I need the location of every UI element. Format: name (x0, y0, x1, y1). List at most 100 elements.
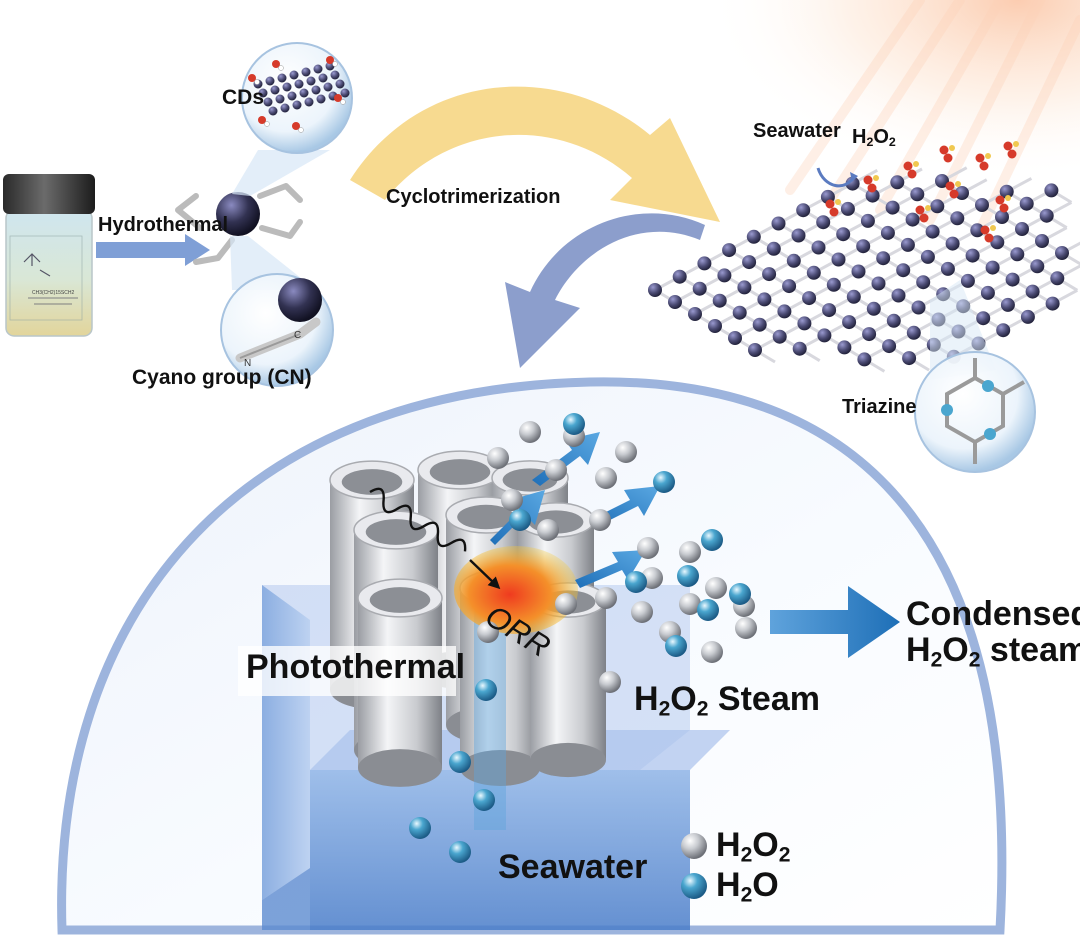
cd-oxygen-atom (248, 74, 256, 82)
label-condensed-line1: Condensed (906, 595, 1080, 633)
cd-carbon-atom (289, 70, 299, 80)
lattice-atom (1019, 196, 1034, 211)
lattice-atom (995, 210, 1009, 224)
lattice-atom (1000, 297, 1015, 312)
h2o-sphere (701, 529, 723, 551)
lattice-atom (990, 235, 1005, 250)
lattice-atom (777, 304, 792, 319)
lattice-atom (871, 276, 886, 291)
cd-carbon-atom (275, 94, 285, 104)
lattice-atom (905, 212, 920, 227)
cd-carbon-atom (292, 100, 302, 110)
light-arrow (469, 559, 501, 590)
cd-hydrogen-atom (332, 61, 338, 67)
lattice-atom (817, 328, 832, 343)
h2o-sphere (625, 571, 647, 593)
cd-oxygen-atom (334, 94, 342, 102)
h2o2-oxygen-atom (825, 199, 835, 209)
lattice-atom (920, 249, 935, 264)
h2o-sphere (563, 413, 585, 435)
legend-h2o2-label: H2O2 (716, 826, 791, 867)
cd-hydrogen-atom (340, 99, 346, 105)
label-condensed: Condensed H2O2 steam (906, 595, 1080, 672)
lattice-atom (865, 188, 880, 203)
tube-hole (341, 469, 403, 495)
lattice-atom (860, 213, 875, 228)
h2o2-sphere (537, 519, 559, 541)
cd-hydrogen-atom (254, 79, 260, 85)
lattice-atom (880, 225, 895, 240)
h2o2-sphere (595, 587, 617, 609)
lattice-atom (970, 223, 985, 238)
lattice-atom (930, 199, 945, 214)
lattice-atom (862, 327, 877, 342)
label-triazine: Triazine (842, 396, 917, 418)
lattice-atom (965, 248, 980, 263)
cd-carbon-atom (265, 76, 275, 86)
photothermal-label-box (238, 646, 456, 696)
seawater-cycle-arrowhead (850, 172, 858, 182)
lattice-atom (980, 285, 995, 300)
cd-carbon-atom (313, 64, 323, 74)
lattice-atom (831, 252, 846, 267)
lattice-atom (1045, 296, 1060, 311)
h2o-sphere (449, 841, 471, 863)
cds-bubble (241, 42, 353, 154)
lattice-atom (857, 352, 872, 367)
label-seawater-bottom: Seawater (498, 848, 648, 886)
legend-h2o2-sphere (681, 833, 707, 859)
h2o-sphere (729, 583, 751, 605)
lattice-atom (822, 303, 837, 318)
h2o-sphere (677, 565, 699, 587)
cd-carbon-atom (258, 88, 268, 98)
label-photothermal: Photothermal (246, 648, 466, 686)
cd-hydrogen-atom (278, 65, 284, 71)
tube-hole (369, 587, 431, 613)
lattice-atom (668, 295, 682, 309)
label-condensed-line2: H2O2 steam (906, 631, 1080, 672)
lattice-atom (771, 216, 786, 231)
h2o2-hydrogen-atom (1013, 141, 1019, 147)
cd-carbon-atom (323, 82, 333, 92)
lattice-atom (837, 340, 852, 355)
lattice-atom (885, 200, 900, 215)
cd-carbon-atom (282, 82, 292, 92)
lattice-atom (766, 241, 781, 256)
legend-h2o-label: H2O (716, 866, 779, 907)
lattice-atom (975, 198, 989, 212)
h2o2-oxygen-atom (943, 153, 953, 163)
h2o2-oxygen-atom (995, 195, 1005, 205)
lattice-atom (940, 261, 955, 276)
lattice-atom (876, 251, 891, 266)
h2o2-sphere (589, 509, 611, 531)
lattice-atom (722, 243, 737, 258)
lattice-atom (1010, 247, 1025, 262)
lattice-atom (1044, 183, 1059, 198)
lattice-atom (806, 265, 821, 280)
h2o2-hydrogen-atom (873, 175, 879, 181)
light-wave (369, 487, 467, 552)
cd-oxygen-atom (326, 56, 334, 64)
lattice-atom (976, 311, 991, 326)
cd-carbon-atom (325, 61, 335, 71)
h2o2-oxygen-atom (980, 225, 990, 235)
h2o2-hydrogen-atom (925, 205, 931, 211)
cyclotrimerization-arrow (350, 86, 720, 222)
cd-carbon-atom (270, 85, 280, 95)
h2o2-sphere (631, 601, 653, 623)
cd-carbon-atom (311, 85, 321, 95)
h2o2-oxygen-atom (949, 189, 959, 199)
lattice-atom (1035, 234, 1049, 248)
lattice-atom (896, 263, 911, 278)
lattice-atom (890, 175, 905, 190)
h2o2-oxygen-atom (903, 161, 913, 171)
lattice-atom (1050, 271, 1065, 286)
lattice-atom (999, 184, 1014, 199)
lattice-atom (782, 279, 797, 294)
lattice-atom (960, 273, 975, 288)
lattice-atom (816, 215, 831, 230)
return-arrow (505, 213, 705, 368)
cd-carbon-atom (263, 97, 273, 107)
label-seawater-top: Seawater (753, 120, 841, 142)
cd-carbon-atom (294, 79, 304, 89)
